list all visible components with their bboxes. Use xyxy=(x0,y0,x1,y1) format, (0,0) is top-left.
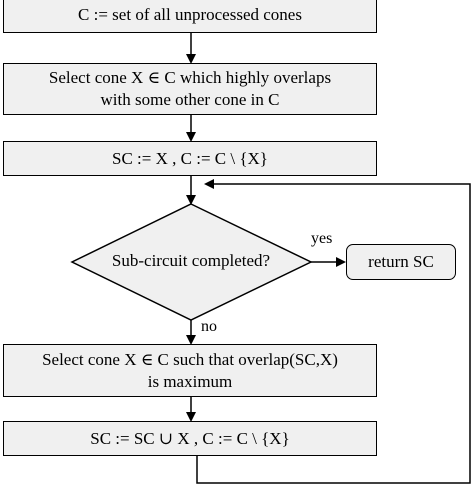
update-sc-text: SC := SC ∪ X , C := C \ {X} xyxy=(90,428,290,448)
select-first-line1: Select cone X ∈ C which highly overlaps xyxy=(48,68,332,87)
select-max-box: Select cone X ∈ C such that overlap(SC,X… xyxy=(3,344,377,397)
no-label: no xyxy=(201,318,217,335)
select-max-line2: is maximum xyxy=(147,371,233,391)
update-sc-box: SC := SC ∪ X , C := C \ {X} xyxy=(3,421,377,456)
yes-label: yes xyxy=(311,230,333,247)
decision-text: Sub-circuit completed? xyxy=(111,251,271,270)
assign-sc-box: SC := X , C := C \ {X} xyxy=(3,141,377,176)
select-first-box: Select cone X ∈ C which highly overlaps … xyxy=(3,63,377,115)
loop-back-connector xyxy=(196,179,471,484)
return-text: return SC xyxy=(368,252,434,271)
assign-sc-text: SC := X , C := C \ {X} xyxy=(112,148,268,168)
init-box: C := set of all unprocessed cones xyxy=(3,0,377,33)
select-max-line1: Select cone X ∈ C such that overlap(SC,X… xyxy=(42,349,338,369)
select-first-line2: with some other cone in C xyxy=(100,90,280,109)
init-text: C := set of all unprocessed cones xyxy=(78,5,302,24)
return-box: return SC xyxy=(346,244,456,280)
